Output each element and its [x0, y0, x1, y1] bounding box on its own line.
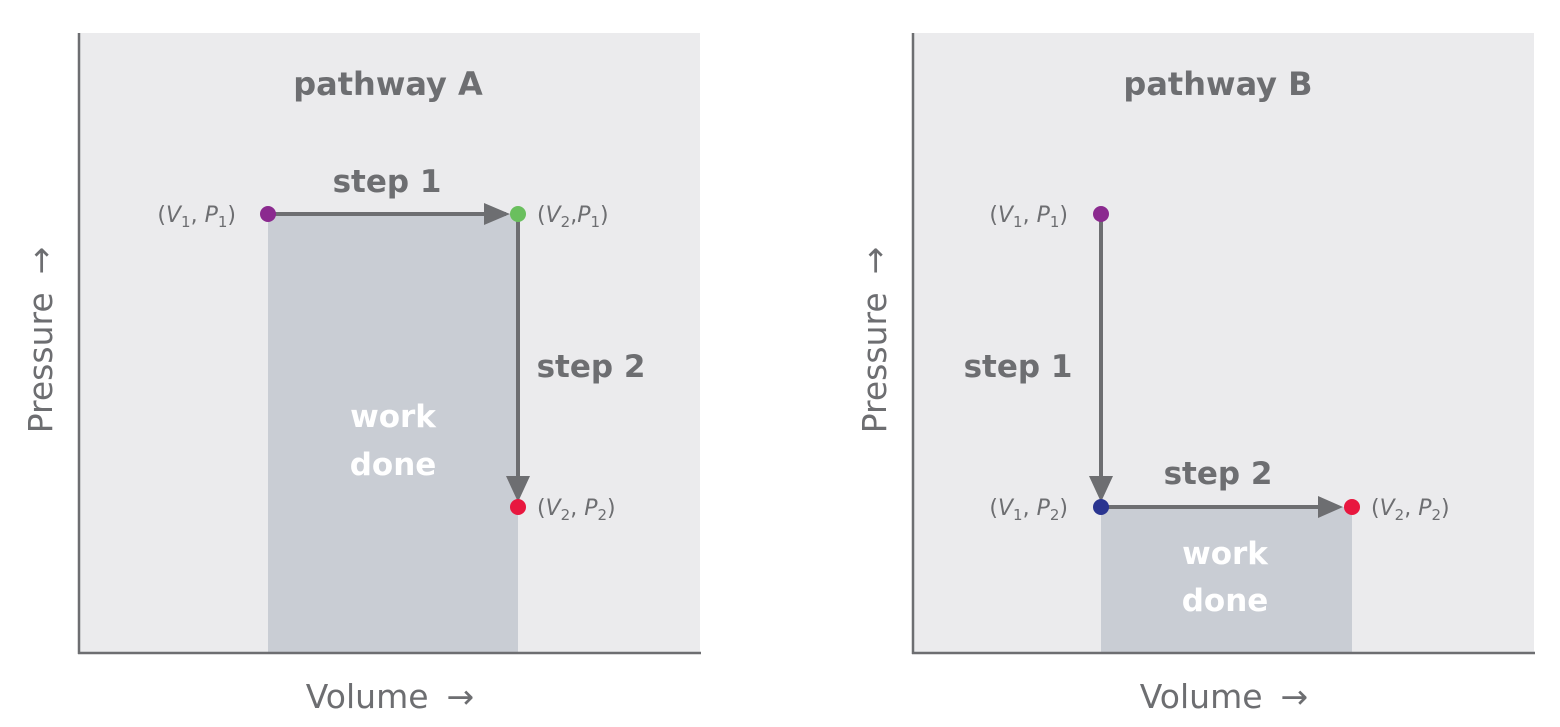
step-1-label: step 1	[964, 349, 1073, 385]
arrow-right-icon: →	[1281, 677, 1309, 716]
state-point-v2-p1	[510, 206, 526, 222]
work-done-label: work	[350, 399, 437, 435]
coord-label-v1-p1: (V1, P1)	[989, 203, 1068, 231]
state-point-v1-p1	[260, 206, 276, 222]
state-point-v1-p2	[1093, 499, 1109, 515]
work-done-label: done	[350, 447, 437, 483]
step-1-label: step 1	[333, 164, 442, 200]
work-done-label: work	[1182, 536, 1269, 572]
y-axis-title: Pressure	[21, 292, 60, 433]
step-1-arrowhead	[1089, 476, 1113, 502]
state-point-v2-p2	[1344, 499, 1360, 515]
step-1-arrowhead	[484, 203, 510, 225]
work-done-area	[268, 214, 518, 653]
arrow-up-icon: →	[21, 247, 60, 275]
svg-text:Pressure→: Pressure →	[21, 247, 60, 434]
y-axis-label: Pressure →	[21, 247, 60, 434]
x-axis-label: Volume →	[306, 677, 474, 716]
step-2-label: step 2	[1164, 456, 1273, 492]
y-axis-title: Pressure	[855, 292, 894, 433]
arrow-up-icon: →	[855, 247, 894, 275]
panel-pathway-a: pathway A step 1 step 2 work done (V1, P…	[21, 33, 701, 716]
step-2-arrowhead	[1318, 496, 1343, 518]
step-2-arrowhead	[506, 476, 530, 502]
arrow-right-icon: →	[447, 677, 475, 716]
state-point-v1-p1	[1093, 206, 1109, 222]
panel-title: pathway A	[293, 65, 483, 103]
panel-pathway-b: pathway B step 1 step 2 work done (V1, P…	[855, 33, 1535, 716]
x-axis-label: Volume →	[1140, 677, 1308, 716]
state-point-v2-p2	[510, 499, 526, 515]
step-2-label: step 2	[537, 349, 646, 385]
x-axis-title: Volume	[1140, 677, 1263, 716]
coord-label-v1-p1: (V1, P1)	[157, 203, 236, 231]
work-done-label: done	[1182, 583, 1269, 619]
y-axis-label: Pressure →	[855, 247, 894, 434]
svg-text:Pressure→: Pressure →	[855, 247, 894, 434]
coord-label-v1-p2: (V1, P2)	[989, 496, 1068, 524]
work-done-area	[1101, 507, 1352, 653]
panel-title: pathway B	[1123, 65, 1312, 103]
x-axis-title: Volume	[306, 677, 429, 716]
